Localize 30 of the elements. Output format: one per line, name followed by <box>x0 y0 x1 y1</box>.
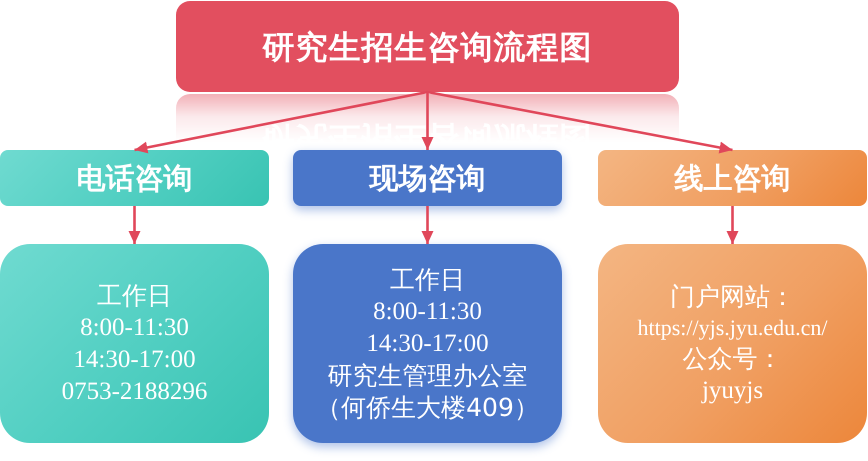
category-box <box>293 150 562 206</box>
info-text: 0753-2188296 <box>62 376 208 406</box>
arrow <box>134 90 428 154</box>
category-title: 线上咨询 <box>674 160 790 196</box>
category-box <box>598 150 867 206</box>
info-text: 14:30-17:00 <box>366 328 489 358</box>
category-title: 电话咨询 <box>76 160 192 196</box>
info-text: 研究生管理办公室 <box>328 360 528 392</box>
arrow <box>422 206 434 244</box>
info-box <box>293 244 562 443</box>
info-text: jyuyjs <box>702 376 764 406</box>
info-text: 工作日 <box>97 280 172 312</box>
arrow <box>128 206 140 244</box>
info-box <box>598 244 867 443</box>
category-title: 现场咨询 <box>370 160 486 196</box>
arrow <box>726 206 738 244</box>
info-box <box>0 244 269 443</box>
info-text: 14:30-17:00 <box>73 344 196 374</box>
arrow <box>422 92 434 150</box>
arrow <box>427 90 733 154</box>
info-text: 公众号： <box>682 342 782 374</box>
category-box <box>0 150 269 206</box>
info-text: 门户网站： <box>670 280 795 312</box>
link-text: https://yjs.jyu.edu.cn/ <box>637 314 828 342</box>
title-box <box>176 1 679 92</box>
info-text: 8:00-11:30 <box>80 312 189 342</box>
title-text: 研究生招生咨询流程图 <box>262 26 592 66</box>
info-text: 8:00-11:30 <box>373 296 482 326</box>
info-text: 工作日 <box>390 264 465 296</box>
info-text: （何侨生大楼409） <box>316 392 539 424</box>
